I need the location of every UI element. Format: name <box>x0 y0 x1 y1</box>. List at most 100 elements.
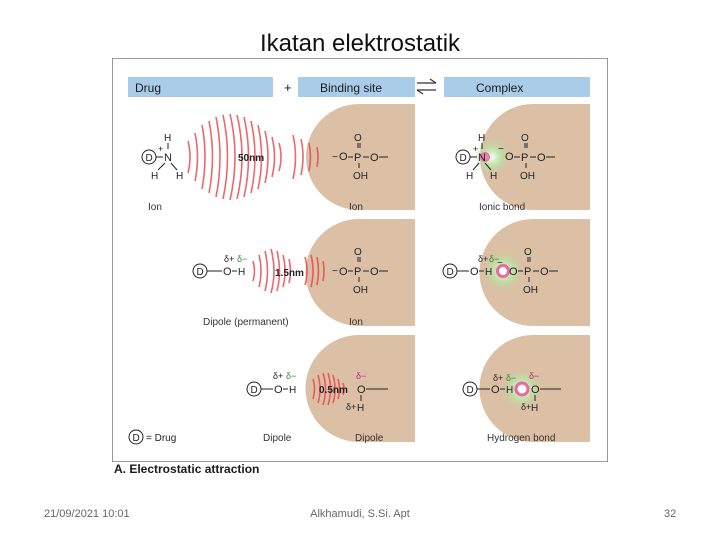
drug-hydroxyl-2: δ+ δ− D O H <box>192 254 247 279</box>
oxygen-atom: O <box>339 151 348 163</box>
hydroxyl-group: OH <box>353 171 368 182</box>
complex-hydrogen-bond-3: δ+ δ− D O H δ− O δ+ H <box>462 369 561 414</box>
hydrogen-atom: H <box>531 403 538 414</box>
oxygen-atom: O <box>537 152 546 164</box>
hydroxyl-group: OH <box>523 285 538 296</box>
binding-site-header: Binding site <box>320 81 382 95</box>
hydrogen-atom: H <box>478 133 485 144</box>
complex-header-bar <box>444 77 590 97</box>
site-phosphate-2: − O P O OH O <box>332 247 388 296</box>
delta-plus: δ+ <box>478 254 488 264</box>
minus-charge: − <box>332 266 338 277</box>
distance-label-1: 50nm <box>238 153 264 164</box>
delta-minus: δ− <box>506 373 516 383</box>
figure-caption: A. Electrostatic attraction <box>114 462 260 476</box>
footer-date: 21/09/2021 10:01 <box>44 508 130 520</box>
footer-author: Alkhamudi, S.Si. Apt <box>310 508 410 520</box>
binding-site-header-bar <box>298 77 415 97</box>
drug-type-label-1: Ion <box>148 202 162 213</box>
row-hydrogen-bond: 0.5nm δ+ δ− D O H δ− O δ+ H δ+ δ− D <box>128 335 590 445</box>
phosphorus-atom: P <box>521 152 528 164</box>
delta-minus: δ− <box>286 371 296 381</box>
slide-title: Ikatan elektrostatik <box>259 30 461 57</box>
field-waves-1 <box>187 113 319 201</box>
field-waves-3 <box>312 372 345 406</box>
footer-page-number: 32 <box>664 508 677 520</box>
delta-minus: δ− <box>356 371 366 381</box>
site-type-label-3: Dipole <box>355 433 384 444</box>
charge-spot <box>496 264 510 278</box>
site-type-label-2: Ion <box>349 317 363 328</box>
charge-spot <box>514 381 530 397</box>
drug-type-label-2: Dipole (permanent) <box>203 317 289 328</box>
interaction-glow <box>474 139 510 175</box>
oxygen-atom: O <box>491 384 500 396</box>
charge-spot <box>480 152 490 162</box>
drug-d-atom: D <box>251 385 258 396</box>
nitrogen-atom: N <box>478 152 486 164</box>
oxygen-atom: O <box>505 151 514 163</box>
complex-pocket-2 <box>479 219 590 326</box>
drug-d-atom: D <box>146 153 153 164</box>
hydrogen-atom: H <box>289 385 296 396</box>
minus-charge: − <box>498 144 504 155</box>
oxygen-atom: O <box>357 384 366 396</box>
oxygen-atom: O <box>521 133 529 144</box>
minus-charge: − <box>497 258 503 269</box>
figure-canvas: Drug + Binding site Complex 50nm D + N <box>128 77 590 445</box>
hydroxyl-group: OH <box>520 171 535 182</box>
oxygen-atom: O <box>354 133 362 144</box>
equilibrium-arrows-icon <box>416 78 437 95</box>
drug-legend-icon <box>128 429 144 445</box>
drug-d-atom: D <box>467 385 474 396</box>
nitrogen-atom: N <box>164 152 172 164</box>
hydrogen-atom: H <box>490 171 497 182</box>
oxygen-atom: O <box>540 266 549 278</box>
binding-site-pocket-3 <box>305 335 415 442</box>
phosphorus-atom: P <box>524 266 531 278</box>
complex-header: Complex <box>476 81 523 95</box>
hydrogen-atom: H <box>357 403 364 414</box>
plus-sign: + <box>284 80 292 95</box>
oxygen-atom: O <box>223 266 232 278</box>
electrostatic-figure: Drug + Binding site Complex 50nm D + N <box>112 58 608 462</box>
phosphorus-atom: P <box>354 152 361 164</box>
site-type-label-1: Ion <box>349 202 363 213</box>
hydrogen-atom: H <box>176 171 183 182</box>
oxygen-atom: O <box>370 152 379 164</box>
complex-ion-dipole-2: δ+ δ− D O H − O P O OH O <box>442 247 558 296</box>
drug-d-atom: D <box>460 153 467 164</box>
drug-legend: D = Drug <box>128 429 176 445</box>
delta-plus: δ+ <box>521 402 531 412</box>
row-ionic: 50nm D + N H H H − O P O OH O <box>141 104 590 213</box>
drug-header: Drug <box>135 81 161 95</box>
bond-type-label-1: Ionic bond <box>479 202 525 213</box>
phosphorus-atom: P <box>354 266 361 278</box>
oxygen-atom: O <box>339 266 348 278</box>
site-hydroxyl-3: δ− O δ+ H <box>346 371 388 414</box>
drug-d-atom: D <box>447 267 454 278</box>
oxygen-atom: O <box>531 384 540 396</box>
drug-type-label-3: Dipole <box>263 433 292 444</box>
complex-ionic-1: D + N H H H − O P O OH O <box>455 133 555 182</box>
hydrogen-atom: H <box>485 267 492 278</box>
delta-minus: δ− <box>529 371 539 381</box>
hydrogen-atom: H <box>151 171 158 182</box>
delta-plus: δ+ <box>493 373 503 383</box>
legend-d: D <box>133 433 140 444</box>
plus-charge: + <box>158 144 163 154</box>
hydrogen-atom: H <box>466 171 473 182</box>
plus-charge: + <box>473 144 478 154</box>
oxygen-atom: O <box>370 266 379 278</box>
hydrogen-atom: H <box>164 133 171 144</box>
delta-plus: δ+ <box>224 254 234 264</box>
hydrogen-atom: H <box>238 267 245 278</box>
oxygen-atom: O <box>354 247 362 258</box>
row-ion-dipole: 1.5nm δ+ δ− D O H − O P O OH O <box>192 219 590 328</box>
drug-header-bar <box>128 77 273 97</box>
hydrogen-atom: H <box>506 385 513 396</box>
field-waves-2 <box>252 248 325 294</box>
binding-site-pocket-2 <box>305 219 415 326</box>
legend-text: = Drug <box>146 433 176 444</box>
delta-plus: δ+ <box>273 371 283 381</box>
